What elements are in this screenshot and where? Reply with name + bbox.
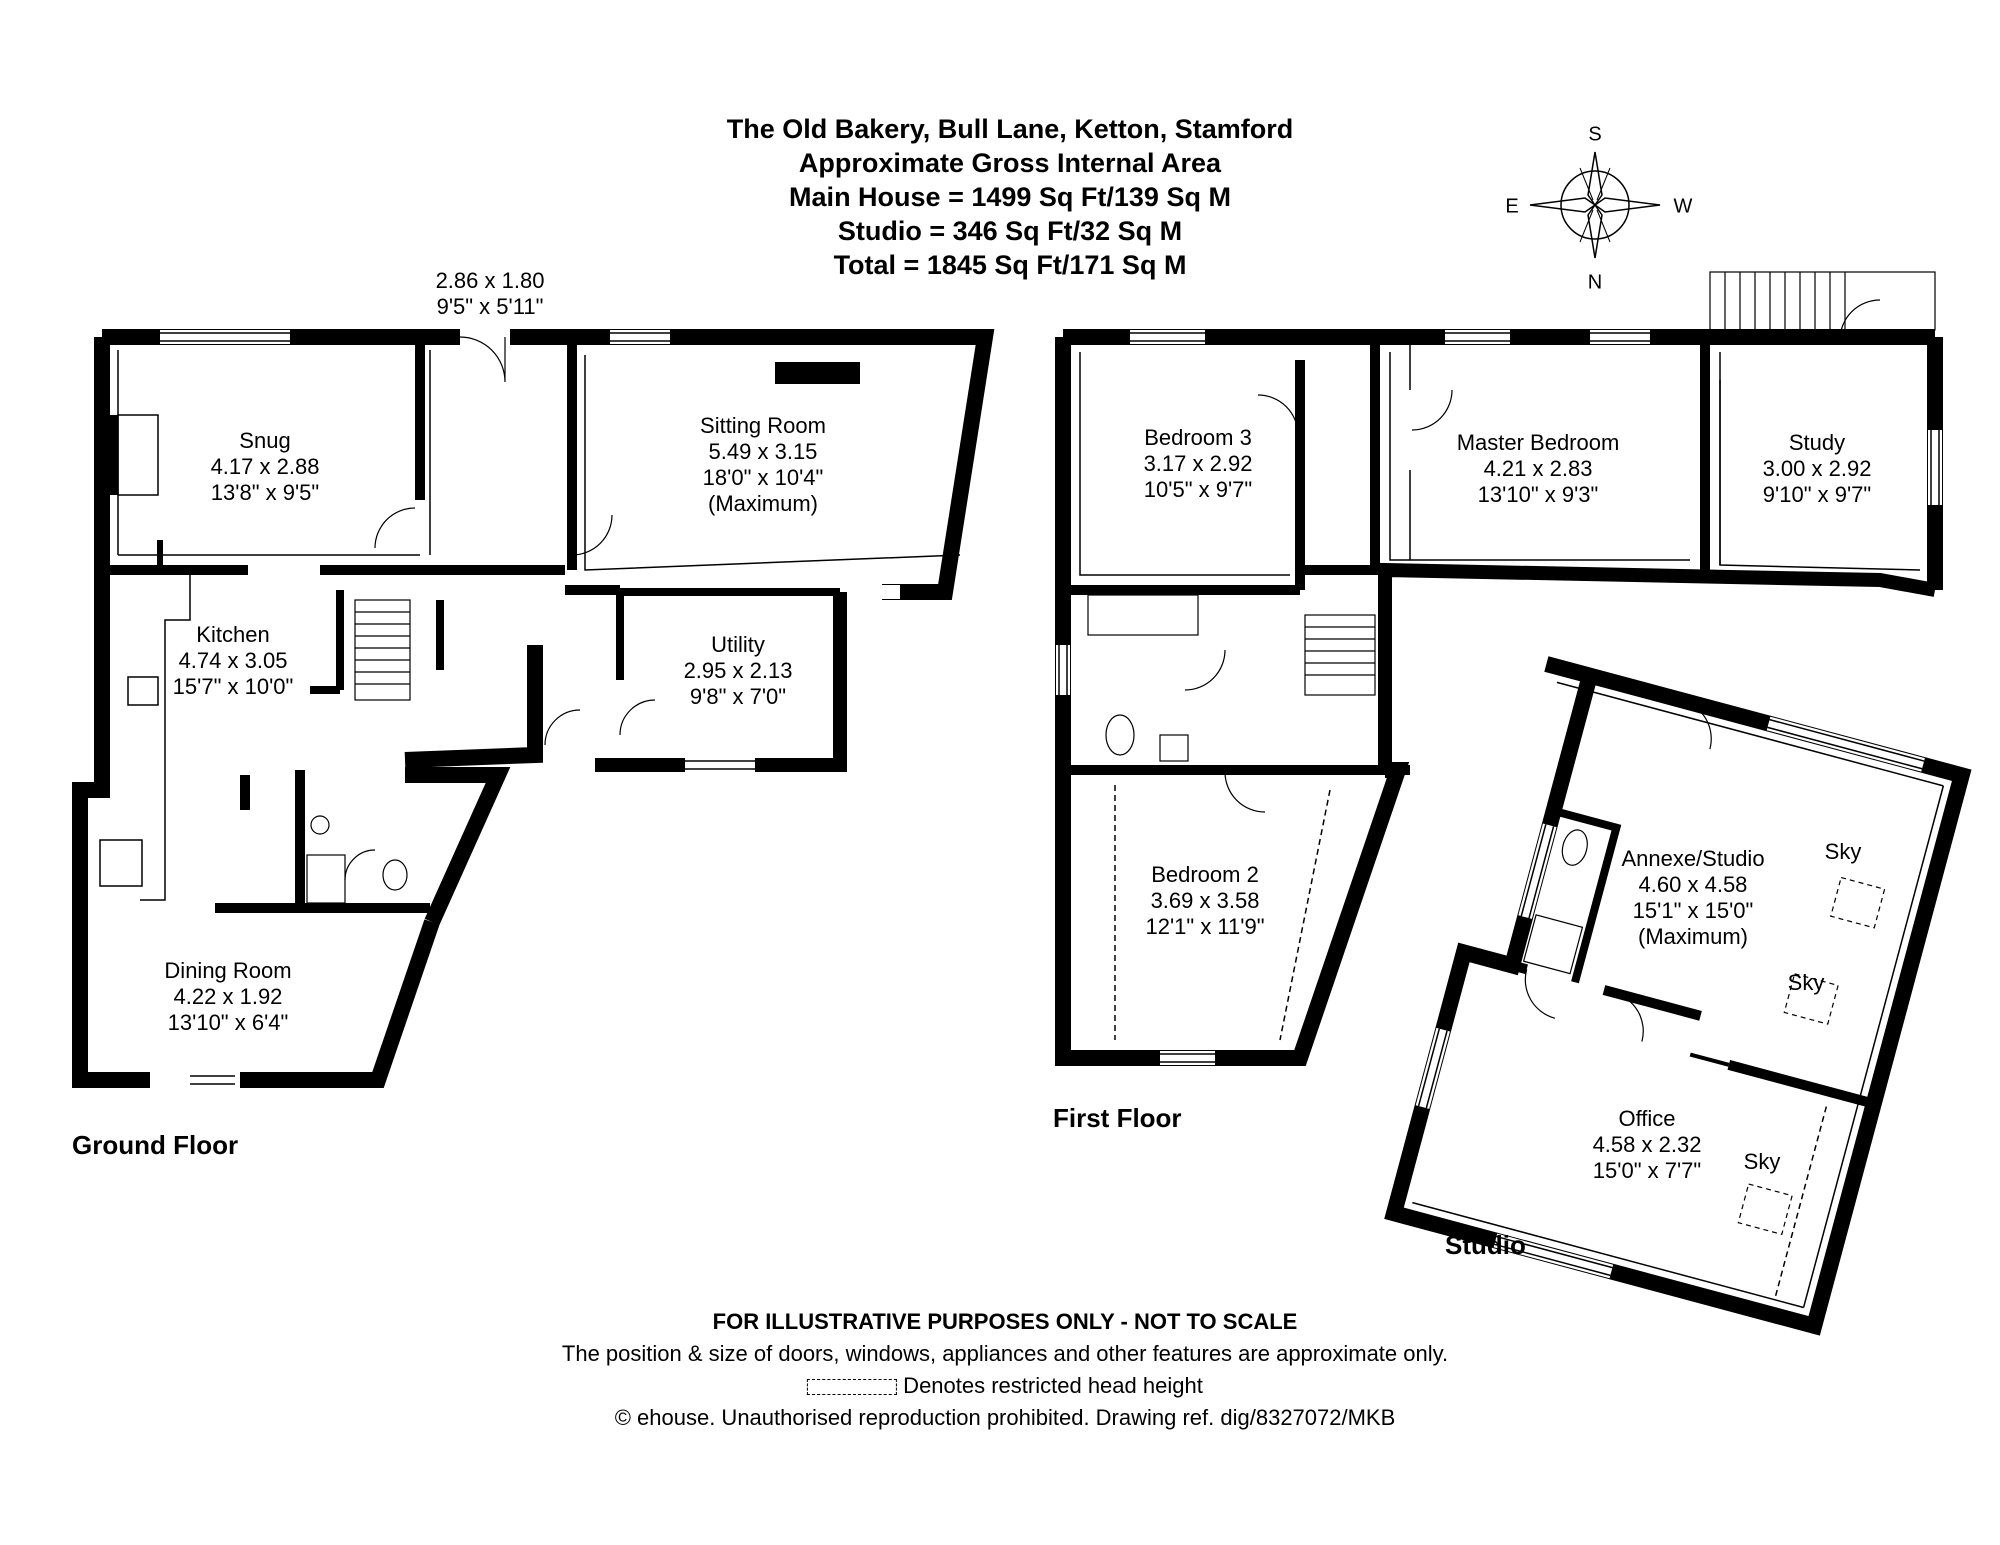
skylight-label-1: Sky xyxy=(1824,839,1862,864)
disclaimer-text: FOR ILLUSTRATIVE PURPOSES ONLY - NOT TO … xyxy=(712,1309,1298,1334)
compass-label-right: W xyxy=(1673,195,1693,218)
compass-label-bottom: N xyxy=(1587,271,1603,294)
studio-label: Studio xyxy=(1445,1230,1526,1260)
studio-plan xyxy=(1384,656,1972,1336)
room-dining-room: Dining Room 4.22 x 1.92 13'10" x 6'4" xyxy=(164,958,292,1035)
room-kitchen: Kitchen 4.74 x 3.05 15'7" x 10'0" xyxy=(172,622,294,699)
footer-notes: FOR ILLUSTRATIVE PURPOSES ONLY - NOT TO … xyxy=(562,1306,1448,1434)
room-sitting-room: Sitting Room 5.49 x 3.15 18'0" x 10'4" (… xyxy=(700,413,826,516)
first-floor-plan xyxy=(1055,271,1943,1066)
total-area: Total = 1845 Sq Ft/171 Sq M xyxy=(833,250,1187,280)
compass-label-left: E xyxy=(1505,195,1519,218)
compass-icon xyxy=(1529,151,1661,259)
address-title: The Old Bakery, Bull Lane, Ketton, Stamf… xyxy=(726,114,1294,144)
hall-dimensions: 2.86 x 1.80 9'5" x 5'11" xyxy=(435,268,545,319)
skylight-label-2: Sky xyxy=(1787,970,1825,995)
restricted-height-legend: Denotes restricted head height xyxy=(562,1370,1448,1402)
area-heading: Approximate Gross Internal Area xyxy=(798,148,1222,178)
studio-area: Studio = 346 Sq Ft/32 Sq M xyxy=(837,216,1183,246)
copyright-text: © ehouse. Unauthorised reproduction proh… xyxy=(614,1405,1396,1430)
room-snug: Snug 4.17 x 2.88 13'8" x 9'5" xyxy=(210,428,320,505)
room-bedroom-3: Bedroom 3 3.17 x 2.92 10'5" x 9'7" xyxy=(1143,425,1253,502)
approximation-note: The position & size of doors, windows, a… xyxy=(561,1341,1449,1366)
header-title: The Old Bakery, Bull Lane, Ketton, Stamf… xyxy=(727,112,1294,282)
room-bedroom-2: Bedroom 2 3.69 x 3.58 12'1" x 11'9" xyxy=(1145,862,1265,939)
room-office: Office 4.58 x 2.32 15'0" x 7'7" xyxy=(1592,1106,1702,1183)
room-master-bedroom: Master Bedroom 4.21 x 2.83 13'10" x 9'3" xyxy=(1456,430,1620,507)
first-floor-label: First Floor xyxy=(1053,1103,1182,1133)
main-house-area: Main House = 1499 Sq Ft/139 Sq M xyxy=(789,182,1231,212)
ground-floor-plan xyxy=(72,329,995,1088)
compass-label-top: S xyxy=(1588,123,1602,146)
room-utility: Utility 2.95 x 2.13 9'8" x 7'0" xyxy=(683,632,793,709)
skylight-label-3: Sky xyxy=(1743,1149,1781,1174)
ground-floor-label: Ground Floor xyxy=(72,1130,239,1160)
room-annexe-studio: Annexe/Studio 4.60 x 4.58 15'1" x 15'0" … xyxy=(1621,846,1765,949)
restricted-height-swatch-icon xyxy=(807,1379,898,1396)
room-study: Study 3.00 x 2.92 9'10" x 9'7" xyxy=(1762,430,1872,507)
